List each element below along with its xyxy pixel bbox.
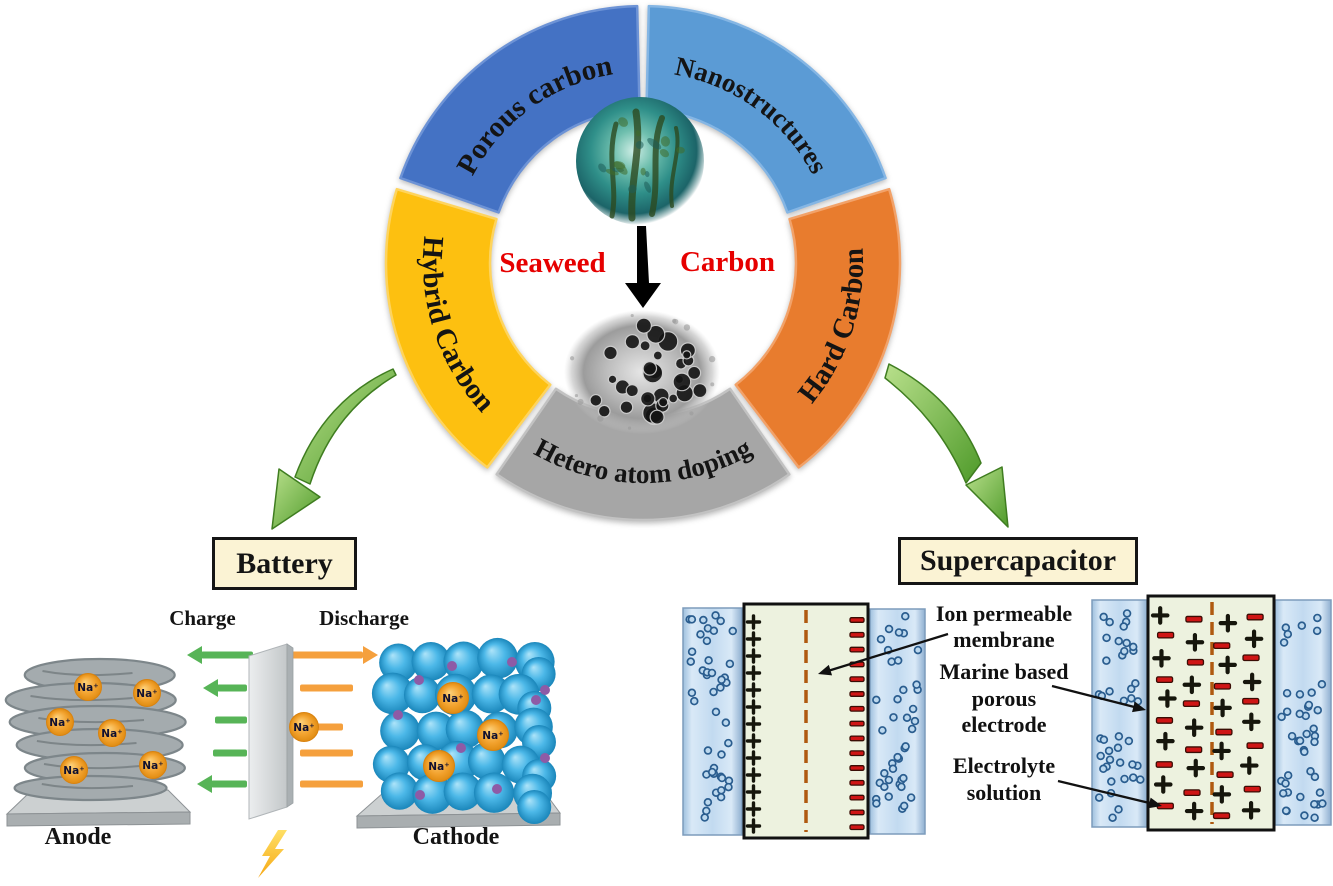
sodium-ion (477, 719, 509, 751)
svg-text:Na⁺: Na⁺ (442, 693, 463, 705)
sodium-ion (74, 673, 102, 701)
svg-text:Na⁺: Na⁺ (428, 761, 449, 773)
label-ion-permeable-line2: membrane (953, 627, 1055, 652)
wheel-segment-hard-carbon (734, 187, 902, 469)
sodium-ion (139, 751, 167, 779)
porous-carbon-image (564, 310, 720, 434)
sodium-ion (133, 679, 161, 707)
charge-label: Charge (169, 606, 236, 630)
battery-box: Battery (212, 537, 357, 590)
label-electrolyte-line2: solution (966, 780, 1042, 805)
label-marine-electrode-line2: porous (971, 686, 1037, 711)
discharge-label: Discharge (319, 606, 409, 630)
sodium-ion (423, 750, 455, 782)
battery-schematic: Na⁺ Na⁺ Na⁺ Na⁺ Na⁺ Na⁺ Na⁺ Na⁺ Na⁺ Na⁺ (4, 637, 561, 878)
svg-text:Na⁺: Na⁺ (136, 688, 157, 700)
sodium-ion (289, 712, 319, 742)
wheel-segment-nanostructures (645, 4, 887, 214)
cathode-label: Cathode (412, 824, 500, 850)
label-marine-electrode-line1: Marine based (939, 659, 1069, 684)
transformation-arrow-icon (625, 226, 661, 308)
annotation-arrowhead (1148, 797, 1162, 809)
electrolyte-panel (1091, 599, 1148, 828)
center-label-seaweed: Seaweed (499, 247, 606, 279)
arrow-to-battery-icon (294, 368, 397, 485)
sodium-ion (437, 682, 469, 714)
annotation-arrowhead (818, 664, 833, 676)
svg-text:Na⁺: Na⁺ (49, 717, 70, 729)
seaweed-photo (576, 97, 704, 225)
label-electrolyte-line1: Electrolyte (952, 753, 1056, 778)
cathode-cluster (371, 637, 557, 824)
branch-arrows (271, 363, 1009, 530)
center-label-carbon: Carbon (679, 246, 776, 278)
sodium-ion (60, 756, 88, 784)
supercapacitor-box: Supercapacitor (898, 537, 1138, 585)
lightning-bolt-icon (258, 830, 287, 878)
wheel-segment-hybrid-carbon (384, 187, 552, 469)
svg-text:Na⁺: Na⁺ (293, 722, 314, 734)
svg-text:Na⁺: Na⁺ (77, 682, 98, 694)
electrolyte-panel (682, 607, 743, 836)
label-marine-electrode-line3: electrode (961, 712, 1047, 737)
svg-text:Na⁺: Na⁺ (482, 730, 503, 742)
sodium-ion (46, 708, 74, 736)
arrow-to-supercapacitor-icon (884, 363, 982, 484)
svg-text:Na⁺: Na⁺ (142, 760, 163, 772)
label-ion-permeable-line1: Ion permeable (935, 601, 1073, 626)
sodium-ion (98, 719, 126, 747)
wheel-segment-porous-carbon (399, 4, 641, 214)
annotation-arrowhead (1132, 701, 1146, 713)
svg-text:Na⁺: Na⁺ (63, 765, 84, 777)
svg-text:Na⁺: Na⁺ (101, 728, 122, 740)
anode-label: Anode (44, 824, 112, 850)
supercapacitor-schematic (682, 594, 1332, 840)
separator-plate (248, 643, 288, 820)
